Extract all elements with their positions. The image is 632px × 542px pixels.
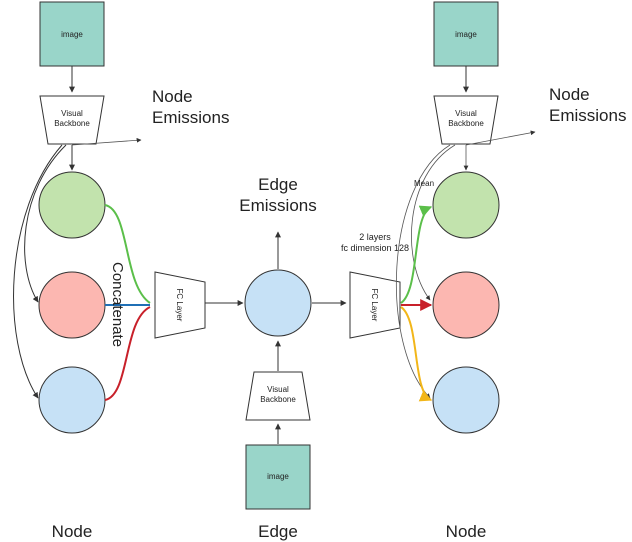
left-image-label: image <box>61 30 83 39</box>
middle-image-box <box>245 444 311 510</box>
right-emissions-arrow <box>465 130 536 146</box>
right-node-red <box>432 271 500 339</box>
left-title: Node <box>52 522 93 541</box>
left-green-to-fc-line <box>104 204 151 304</box>
left-fc-label: FC Layer <box>175 289 184 322</box>
edge-node <box>244 269 312 337</box>
middle-title: Edge <box>258 522 298 541</box>
left-fc-layer <box>154 271 206 339</box>
middle-visual-backbone <box>245 371 311 421</box>
left-node-blue <box>38 366 106 434</box>
right-visual-backbone <box>433 95 499 145</box>
right-fc-to-green-line <box>400 205 433 304</box>
left-red-to-fc-line <box>104 306 151 401</box>
right-backbone-to-red-arrow <box>411 144 456 301</box>
left-concatenate-label: Concatenate <box>109 262 126 347</box>
right-backbone-to-blue-arrow <box>395 144 451 399</box>
left-node-red <box>38 271 106 339</box>
right-node-blue <box>432 366 500 434</box>
left-image-box <box>39 1 105 67</box>
left-backbone-to-red-arrow <box>24 144 67 303</box>
right-image-label: image <box>455 30 477 39</box>
middle-image-label: image <box>267 472 289 481</box>
right-fc-to-blue-line <box>400 306 433 402</box>
right-title: Node <box>446 522 487 541</box>
right-fc-label: FC Layer <box>370 289 379 322</box>
right-mean-label: Mean <box>414 179 434 188</box>
right-node-green <box>432 171 500 239</box>
left-node-green <box>38 171 106 239</box>
left-emissions-arrow <box>71 137 142 146</box>
left-backbone-to-blue-arrow <box>13 144 63 399</box>
left-visual-backbone <box>39 95 105 145</box>
